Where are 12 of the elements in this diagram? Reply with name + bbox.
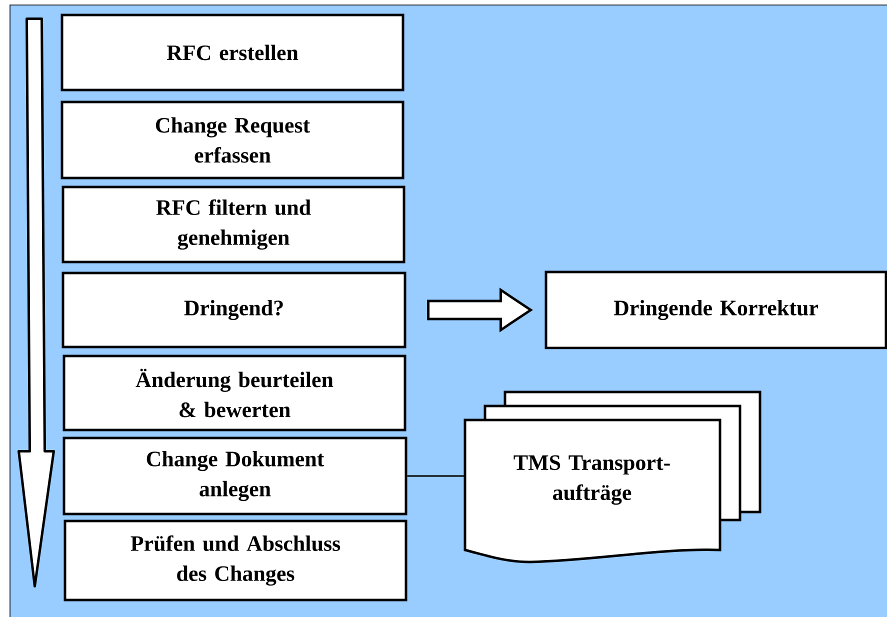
document-stack: TMS Transport- aufträge xyxy=(464,390,762,564)
process-box: Dringend? xyxy=(62,272,406,348)
process-box: Änderung beurteilen & bewerten xyxy=(62,354,406,432)
block-arrow xyxy=(427,288,533,332)
connector-line xyxy=(407,475,464,477)
process-box: Prüfen und Abschluss des Changes xyxy=(64,520,408,602)
process-box: Change Request erfassen xyxy=(60,100,404,180)
process-box: RFC filtern und genehmigen xyxy=(62,186,406,264)
process-box: RFC erstellen xyxy=(60,14,404,92)
block-arrow xyxy=(18,18,55,588)
process-box: Dringende Korrektur xyxy=(544,270,887,350)
process-box: Change Dokument anlegen xyxy=(62,436,408,516)
